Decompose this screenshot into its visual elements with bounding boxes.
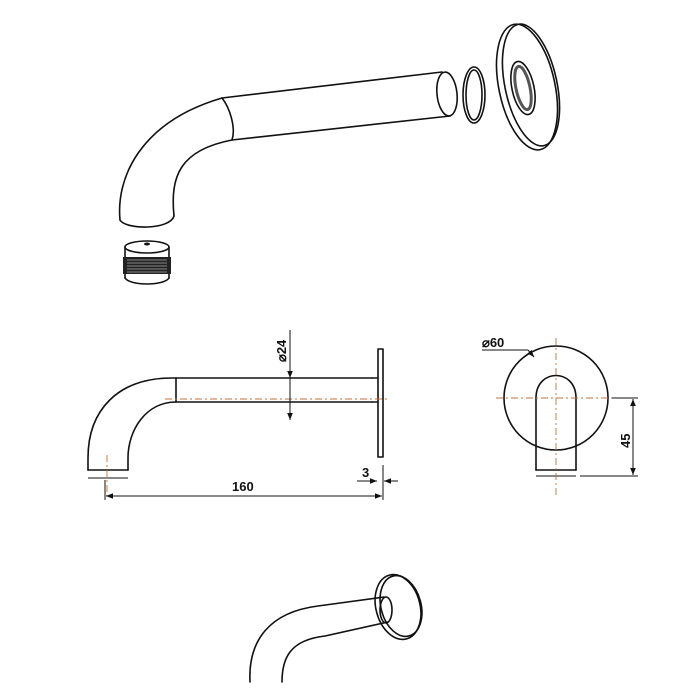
flange-thickness-label: 3 [362, 465, 369, 480]
spout-length-label: 160 [232, 479, 254, 494]
exploded-view [118, 23, 561, 285]
dim-pipe-diameter: ⌀24 [274, 330, 293, 420]
side-elevation: ⌀24 160 3 [87, 330, 398, 500]
spout-outer-profile [87, 377, 373, 471]
dim-flange-thickness: 3 [357, 465, 398, 484]
aerator [123, 240, 171, 285]
spout-front [535, 374, 577, 471]
spout-inner-profile [127, 401, 373, 471]
o-ring [462, 66, 486, 124]
spout-body-iso [118, 71, 459, 228]
outlet-height-label: 45 [618, 434, 633, 448]
wall-flange-iso [495, 23, 561, 151]
flange-diameter-label: ⌀60 [482, 335, 504, 350]
dim-flange-diameter: ⌀60 [482, 335, 535, 358]
front-elevation: ⌀60 45 [482, 335, 638, 495]
flange-perspective [374, 573, 422, 641]
perspective-view [249, 573, 423, 683]
flange-side [377, 348, 384, 458]
dim-spout-length: 160 [104, 465, 384, 500]
dim-outlet-height: 45 [580, 397, 638, 477]
pipe-diameter-label: ⌀24 [274, 339, 289, 362]
